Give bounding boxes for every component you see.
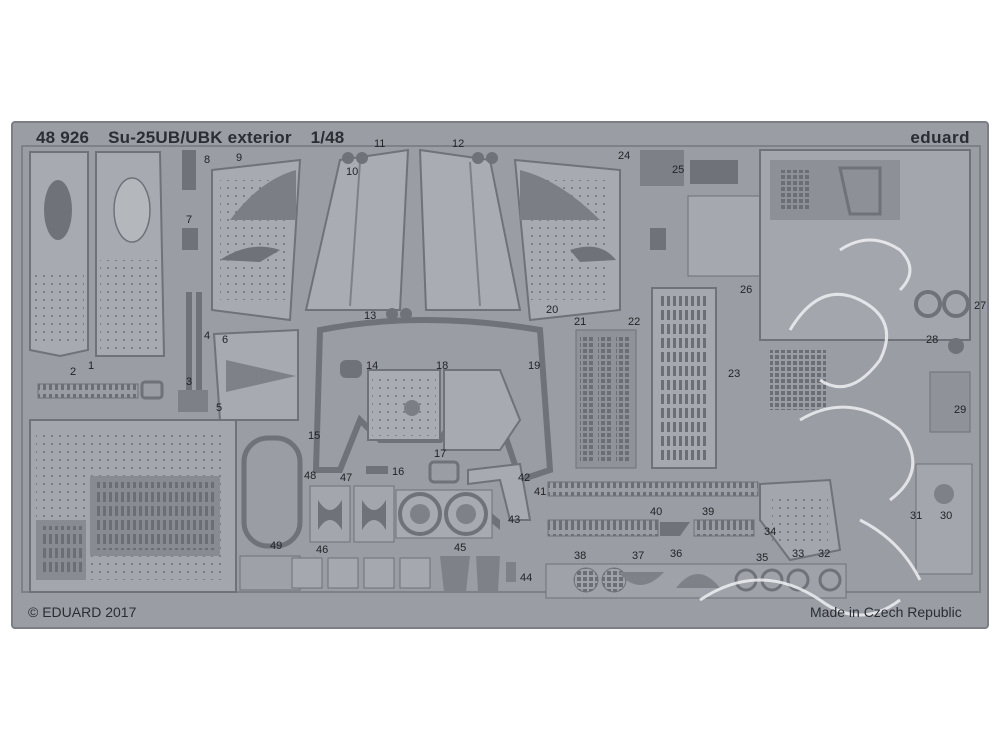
part-number: 26: [740, 284, 753, 296]
part-number: 27: [974, 300, 987, 312]
part-number: 42: [518, 472, 531, 484]
part-number: 14: [366, 360, 379, 372]
part-number: 34: [764, 526, 777, 538]
part-9: [211, 158, 302, 322]
part-39: [693, 519, 755, 537]
watermark-ornament: [699, 238, 922, 617]
part-24: [640, 150, 684, 186]
part-number: 8: [204, 154, 211, 166]
part-number: 47: [340, 472, 353, 484]
part-27b: [942, 290, 970, 318]
part-2b: [547, 519, 659, 537]
part-number: 11: [374, 138, 386, 150]
part-12: [418, 148, 522, 311]
part-41: [547, 481, 759, 497]
part-number: 40: [650, 506, 663, 518]
part-number: 29: [954, 404, 967, 416]
part-number: 22: [628, 316, 641, 328]
part-number: 25: [672, 164, 685, 176]
part-number: 15: [308, 430, 321, 442]
part-number: 1: [88, 360, 95, 372]
part-28: [948, 338, 964, 354]
part-number: 21: [574, 316, 587, 328]
part-2-strip: [37, 383, 139, 399]
copyright-text: © EDUARD 2017: [28, 604, 137, 620]
part-number: 9: [236, 152, 243, 164]
part-48-ring: [241, 435, 303, 549]
part-number: 35: [756, 552, 769, 564]
product-scale: 1/48: [310, 128, 345, 147]
brand-logo: eduard: [910, 128, 970, 147]
part-number: 4: [204, 330, 211, 342]
part-number: 33: [792, 548, 805, 560]
part-number: 18: [436, 360, 449, 372]
part-number: 7: [186, 214, 193, 226]
product-code: 48 926: [36, 128, 90, 147]
part-number: 24: [618, 150, 631, 162]
part-number: 41: [534, 486, 547, 498]
fret-title: 48 926 Su-25UB/UBK exterior 1/48: [36, 128, 358, 148]
part-42: [467, 462, 532, 521]
part-number: 23: [728, 368, 741, 380]
part-number: 13: [364, 310, 377, 322]
part-49: [239, 555, 301, 591]
part-number: 17: [434, 448, 447, 460]
part-17: [140, 380, 164, 400]
part-45: [395, 489, 493, 539]
part-25: [690, 160, 738, 184]
part-40: [660, 522, 690, 536]
part-number: 45: [454, 542, 467, 554]
part-1-panels: [29, 151, 166, 358]
part-number: 44: [520, 572, 533, 584]
part-number: 37: [632, 550, 645, 562]
part-number: 3: [186, 376, 193, 388]
small-parts-left: [178, 150, 666, 412]
part-17b: [428, 460, 460, 484]
parts-35-38: [545, 563, 847, 599]
part-number: 36: [670, 548, 683, 560]
part-27a: [914, 290, 942, 318]
part-number: 46: [316, 544, 329, 556]
fret-frame: [21, 145, 981, 593]
part-20: [513, 158, 621, 322]
part-number: 48: [304, 470, 317, 482]
part-26: [687, 149, 971, 410]
part-44: [440, 556, 516, 592]
part-number: 39: [702, 506, 715, 518]
part-number: 30: [940, 510, 953, 522]
part-number: 32: [818, 548, 831, 560]
part-number: 5: [216, 402, 223, 414]
part-number: 20: [546, 304, 559, 316]
part-number: 2: [70, 366, 77, 378]
part-number: 6: [222, 334, 229, 346]
part-47: [309, 485, 395, 543]
parts-21-22: [575, 329, 637, 469]
part-11: [304, 148, 410, 311]
part-number: 19: [528, 360, 541, 372]
origin-text: Made in Czech Republic: [810, 604, 962, 620]
part-number: 12: [452, 138, 465, 150]
part-number: 28: [926, 334, 939, 346]
part-number: 10: [346, 166, 359, 178]
part-46: [291, 557, 431, 589]
part-number: 31: [910, 510, 923, 522]
part-30-31: [915, 463, 973, 575]
bottom-left-panel: [29, 419, 237, 593]
part-number: 43: [508, 514, 521, 526]
part-number: 38: [574, 550, 587, 562]
part-number: 49: [270, 540, 283, 552]
part-29: [929, 371, 971, 433]
product-name: Su-25UB/UBK exterior: [108, 128, 292, 147]
part-number: 16: [392, 466, 405, 478]
part-16: [366, 466, 388, 474]
